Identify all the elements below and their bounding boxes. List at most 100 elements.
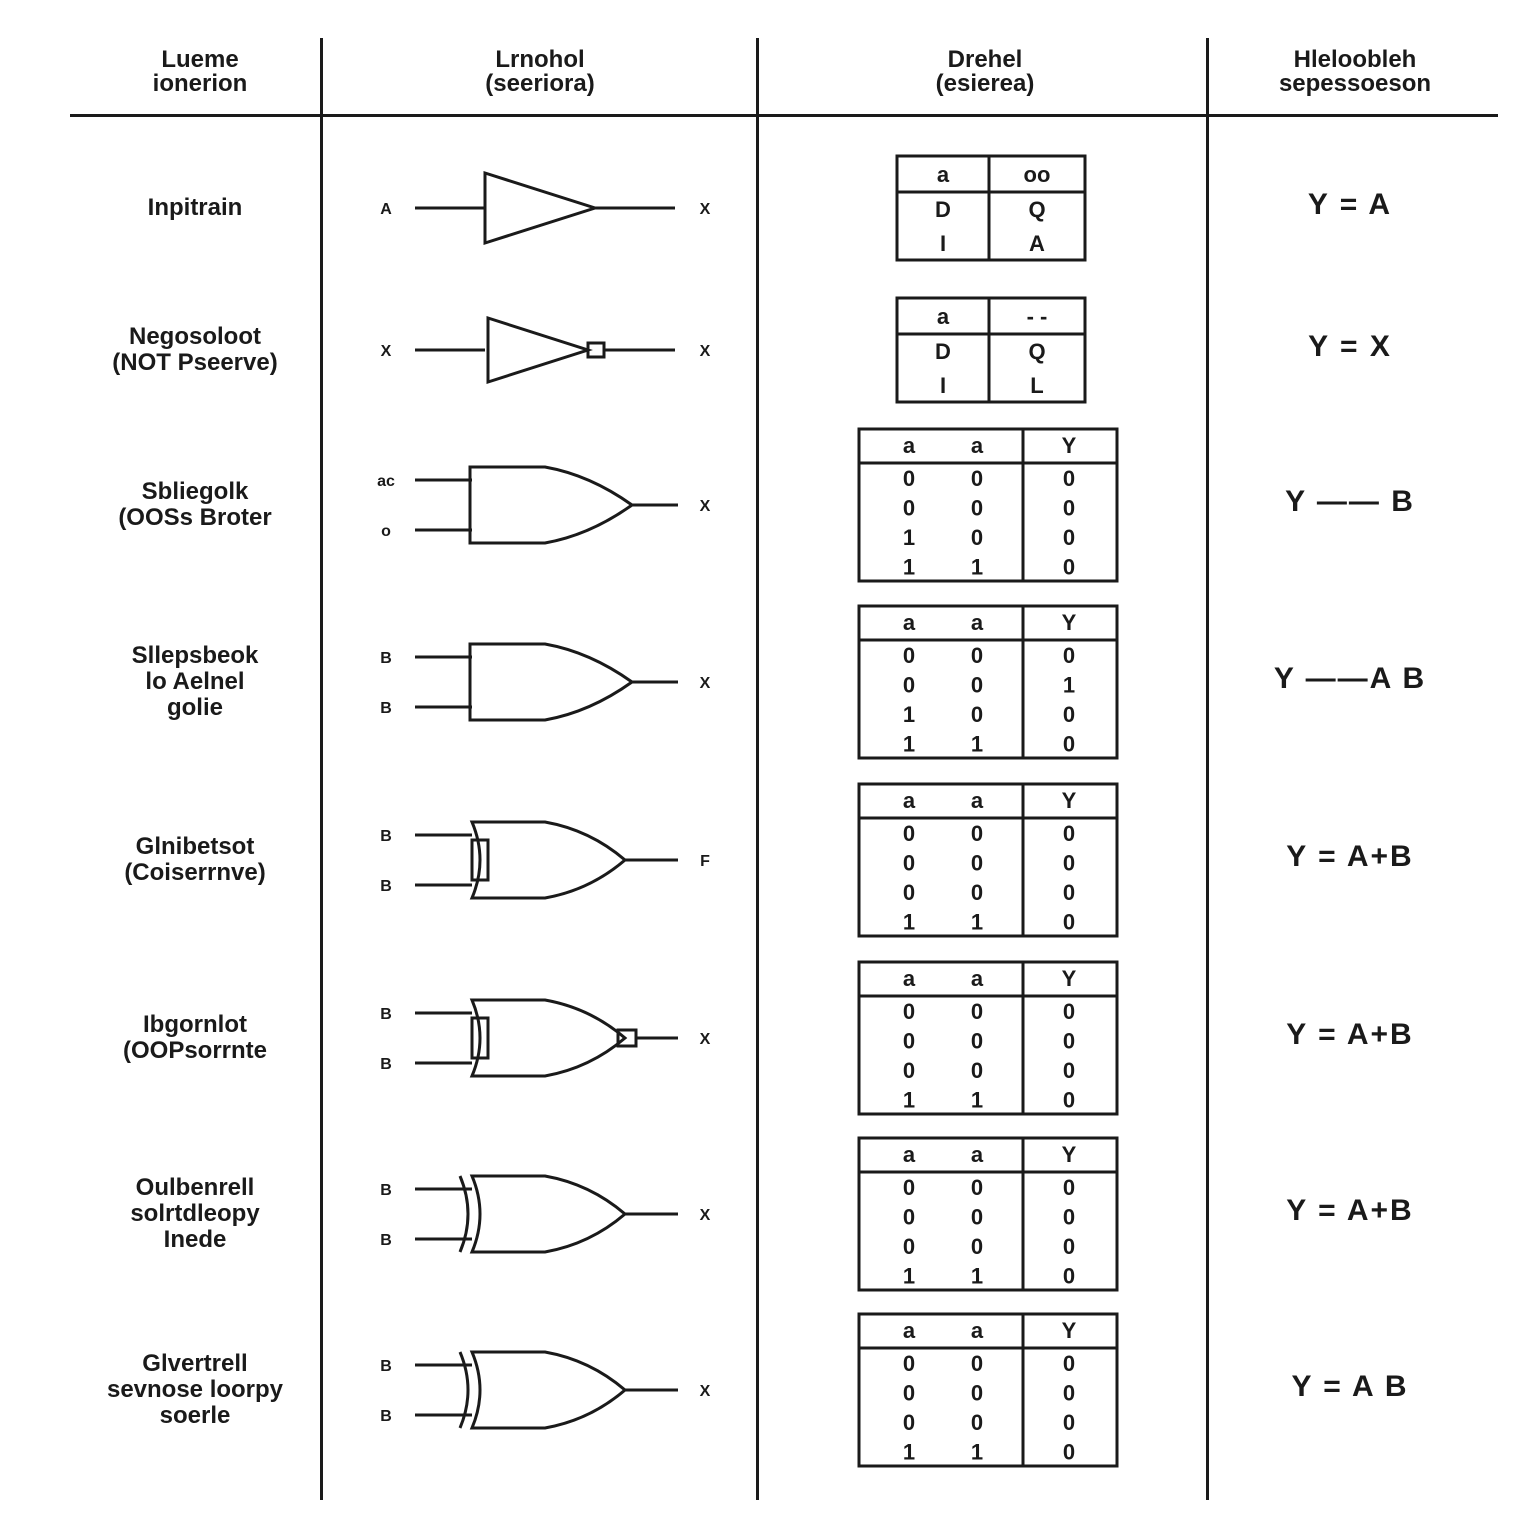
gate-name-line: Inpitrain [147, 194, 243, 221]
truth-table-cell: 1 [903, 1263, 915, 1288]
boolean-expression: Y = X [1308, 330, 1392, 363]
truth-table-border [857, 604, 1119, 760]
gate-name-line: Glnibetsot [135, 833, 255, 860]
truth-table-cell: 0 [1063, 1204, 1075, 1229]
truth-table-cell: 0 [971, 821, 983, 846]
truth-table-cell: 0 [1063, 1028, 1075, 1053]
truth-table-cell: 0 [971, 643, 983, 668]
truth-table-header-cell: a [903, 610, 916, 635]
truth-table-cell: I [940, 373, 946, 398]
gate-name-line: Oulbenrell [135, 1174, 255, 1201]
truth-table-cell: 0 [1063, 1351, 1075, 1376]
input-pin-label: A [380, 201, 392, 218]
input-pin-label: B [380, 1358, 392, 1375]
output-pin-label: X [700, 498, 711, 515]
gate-input-notch [470, 1016, 490, 1060]
gate-symbol-and: BBX [380, 642, 711, 722]
truth-table-cell: 0 [1063, 1439, 1075, 1464]
gate-symbol-or: BBF [380, 820, 710, 900]
truth-table-cell: 0 [903, 466, 915, 491]
truth-table-cell: 0 [1063, 1263, 1075, 1288]
truth-table-cell: 0 [903, 821, 915, 846]
truth-table-cell: 0 [903, 1058, 915, 1083]
boolean-expression: Y ——A B [1273, 662, 1427, 695]
truth-table-cell: 0 [971, 1175, 983, 1200]
truth-table-cell: 0 [1063, 1058, 1075, 1083]
truth-table-cell: 1 [971, 1087, 983, 1112]
truth-table-cell: 1 [903, 731, 915, 756]
truth-table-cell: 0 [903, 1380, 915, 1405]
truth-table-cell: 0 [971, 702, 983, 727]
input-pin-label: X [381, 343, 392, 360]
gate-name-line: sevnose loorpy [106, 1376, 284, 1403]
truth-table-border [857, 1312, 1119, 1468]
header-expression: Hleloobleh sepessoeson [1215, 48, 1495, 96]
gate-body [486, 315, 593, 385]
truth-table-border [857, 1136, 1119, 1292]
header-line: Drehel [947, 46, 1023, 73]
header-divider [70, 114, 1498, 117]
truth-table-cell: 0 [971, 880, 983, 905]
truth-table-cell: 0 [971, 672, 983, 697]
truth-table-cell: 0 [1063, 821, 1075, 846]
gate-name-line: Negosoloot [129, 323, 261, 350]
truth-table-header-cell: a [971, 1318, 984, 1343]
truth-table-cell: 0 [1063, 880, 1075, 905]
gate-name-line: Sllepsbeok [131, 642, 259, 669]
gate-name-line: (OOSs Broter [118, 504, 272, 531]
truth-table-cell: 0 [903, 1204, 915, 1229]
truth-table-cell: 0 [1063, 1410, 1075, 1435]
gate-name-line: Ibgornlot [143, 1011, 247, 1038]
truth-table-cell: 0 [971, 466, 983, 491]
truth-table-cell: 0 [903, 999, 915, 1024]
column-divider-3 [1206, 38, 1209, 1500]
truth-table-cell: 1 [903, 702, 915, 727]
header-line: (seeriora) [485, 70, 595, 97]
truth-table-header-cell: - - [1027, 304, 1048, 329]
truth-table-cell: 0 [1063, 731, 1075, 756]
header-line: (esierea) [935, 70, 1035, 97]
gate-name-line: Sbliegolk [141, 478, 249, 505]
input-pin-label: B [380, 650, 392, 667]
gate-name: Inpitrain [80, 195, 310, 221]
truth-table-cell: 0 [971, 1028, 983, 1053]
gate-name-line: Inede [163, 1226, 227, 1253]
input-pin-label: B [380, 1408, 392, 1425]
truth-table-cell: 0 [1063, 466, 1075, 491]
truth-table-cell: 1 [903, 1087, 915, 1112]
boolean-expression: Y = A+B [1286, 840, 1414, 873]
gate-body [483, 170, 600, 246]
truth-table-header-cell: Y [1062, 1318, 1077, 1343]
truth-table-cell: 1 [903, 525, 915, 550]
truth-table-border [895, 154, 1087, 262]
gate-name-line: soerle [159, 1402, 231, 1429]
xor-extra-arc [458, 1351, 470, 1429]
truth-table-header-cell: Y [1062, 966, 1077, 991]
truth-table-cell: 0 [971, 1204, 983, 1229]
gate-name: Glnibetsot(Coiserrnve) [80, 834, 310, 886]
truth-table-header-cell: a [971, 610, 984, 635]
truth-table-cell: 0 [903, 850, 915, 875]
input-pin-label: o [381, 523, 391, 540]
truth-table-header-cell: a [903, 966, 916, 991]
input-pin-label: B [380, 1232, 392, 1249]
input-pin-label: B [380, 878, 392, 895]
output-pin-label: X [700, 1207, 711, 1224]
truth-table-cell: 0 [903, 1351, 915, 1376]
truth-table-cell: 0 [1063, 643, 1075, 668]
truth-table-header-cell: a [903, 788, 916, 813]
header-symbol: Lrnohol (seeriora) [330, 48, 750, 96]
gate-body [469, 820, 628, 900]
gate-name-line: (OOPsorrnte [122, 1037, 268, 1064]
gate-name: Ibgornlot(OOPsorrnte [80, 1012, 310, 1064]
gate-name-line: (Coiserrnve) [124, 859, 266, 886]
truth-table-cell: 0 [903, 1028, 915, 1053]
truth-table-cell: 0 [1063, 554, 1075, 579]
boolean-expression: Y —— B [1285, 485, 1415, 518]
